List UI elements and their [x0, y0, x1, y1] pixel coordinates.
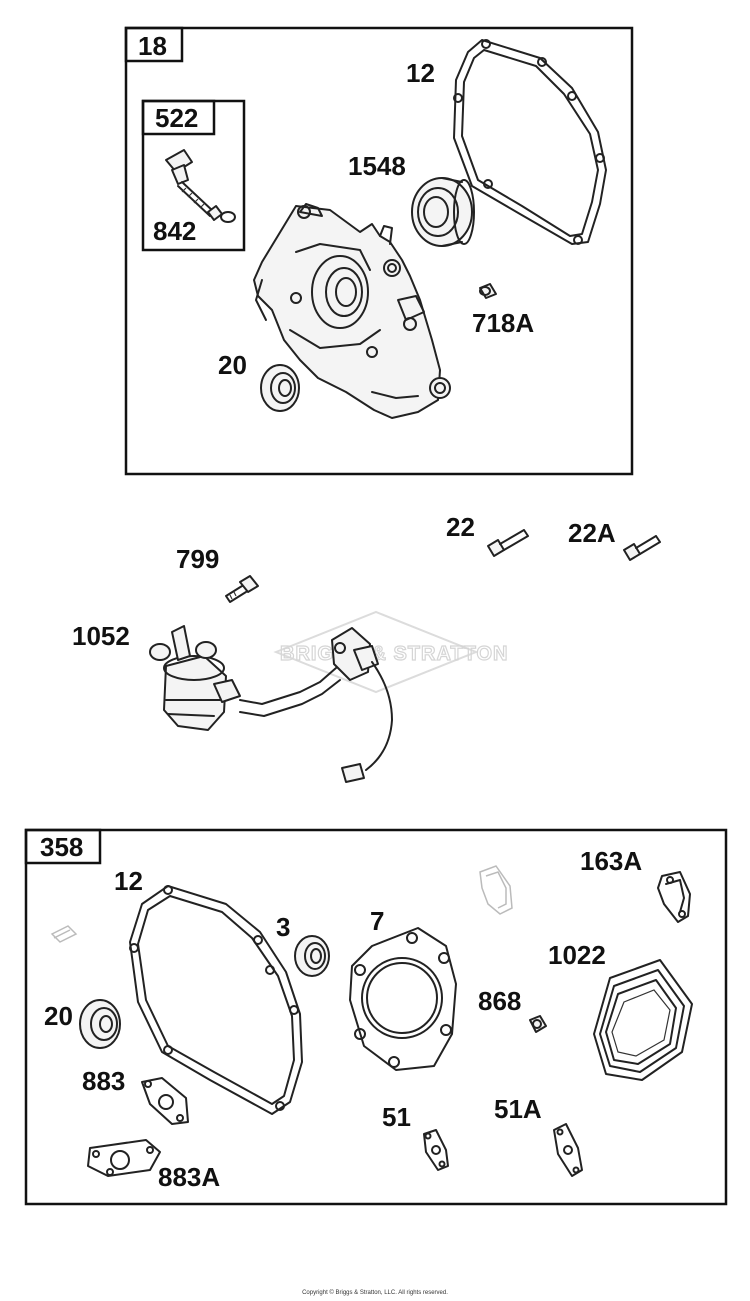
- copyright-notice: Copyright © Briggs & Stratton, LLC. All …: [302, 1290, 448, 1296]
- label-163A: 163A: [580, 846, 642, 876]
- label-718A: 718A: [472, 308, 534, 338]
- oil-seal-top-part: [260, 364, 300, 412]
- ghost-gasket-part: [50, 865, 513, 943]
- kit-box-18-label: 18: [138, 31, 167, 61]
- label-22A: 22A: [568, 518, 616, 548]
- kit-box-358: 358: [24, 828, 728, 1206]
- label-1548: 1548: [348, 151, 406, 181]
- grommet-868-part: [529, 1015, 547, 1033]
- kit-box-522-label: 522: [155, 103, 198, 133]
- bearing-part: [411, 177, 475, 247]
- bolt-22-part: [487, 529, 529, 557]
- brand-watermark: BRIGGS & STRATTON: [273, 610, 508, 694]
- label-799: 799: [176, 544, 219, 574]
- kit-box-522: 522: [141, 99, 246, 252]
- gasket-51A-part: [553, 1123, 583, 1177]
- gasket-163A-part: [657, 871, 691, 923]
- label-12-top: 12: [406, 58, 435, 88]
- dowel-pin-part: [479, 283, 497, 299]
- label-1022: 1022: [548, 940, 606, 970]
- brand-watermark-text: BRIGGS & STRATTON: [280, 643, 508, 665]
- label-51: 51: [382, 1102, 411, 1132]
- bolt-22A-part: [623, 535, 661, 561]
- label-12-bottom: 12: [114, 866, 143, 896]
- label-20-bottom: 20: [44, 1001, 73, 1031]
- dipstick-part: [165, 149, 236, 223]
- label-7: 7: [370, 906, 384, 936]
- head-gasket-part: [349, 927, 457, 1071]
- gasket-51-part: [423, 1129, 449, 1171]
- label-1052: 1052: [72, 621, 130, 651]
- gasket-883A-part: [87, 1139, 161, 1177]
- oil-seal-3-part: [294, 935, 330, 977]
- kit-box-358-frame: [24, 828, 728, 1206]
- crankcase-cover-part: [253, 203, 451, 419]
- kit-box-18-frame: [124, 26, 634, 476]
- kit-box-18: 18: [124, 26, 634, 476]
- label-883A: 883A: [158, 1162, 220, 1192]
- valve-cover-gasket-part: [593, 959, 693, 1081]
- label-842: 842: [153, 216, 196, 246]
- kit-box-522-tag: [141, 99, 216, 136]
- oil-seal-bottom-part: [79, 999, 121, 1049]
- crankcase-gasket-top: [453, 39, 607, 245]
- label-868: 868: [478, 986, 521, 1016]
- fuel-solenoid-part: [149, 625, 393, 783]
- label-22: 22: [446, 512, 475, 542]
- gasket-883-part: [141, 1077, 189, 1125]
- label-3: 3: [276, 912, 290, 942]
- label-20-top: 20: [218, 350, 247, 380]
- crankcase-gasket-bottom: [129, 885, 303, 1115]
- o-ring-part: [220, 211, 236, 223]
- screw-799-part: [225, 575, 259, 603]
- label-883: 883: [82, 1066, 125, 1096]
- label-51A: 51A: [494, 1094, 542, 1124]
- kit-box-358-tag: [24, 828, 102, 865]
- kit-box-18-tag: [124, 26, 184, 63]
- kit-box-358-label: 358: [40, 832, 83, 862]
